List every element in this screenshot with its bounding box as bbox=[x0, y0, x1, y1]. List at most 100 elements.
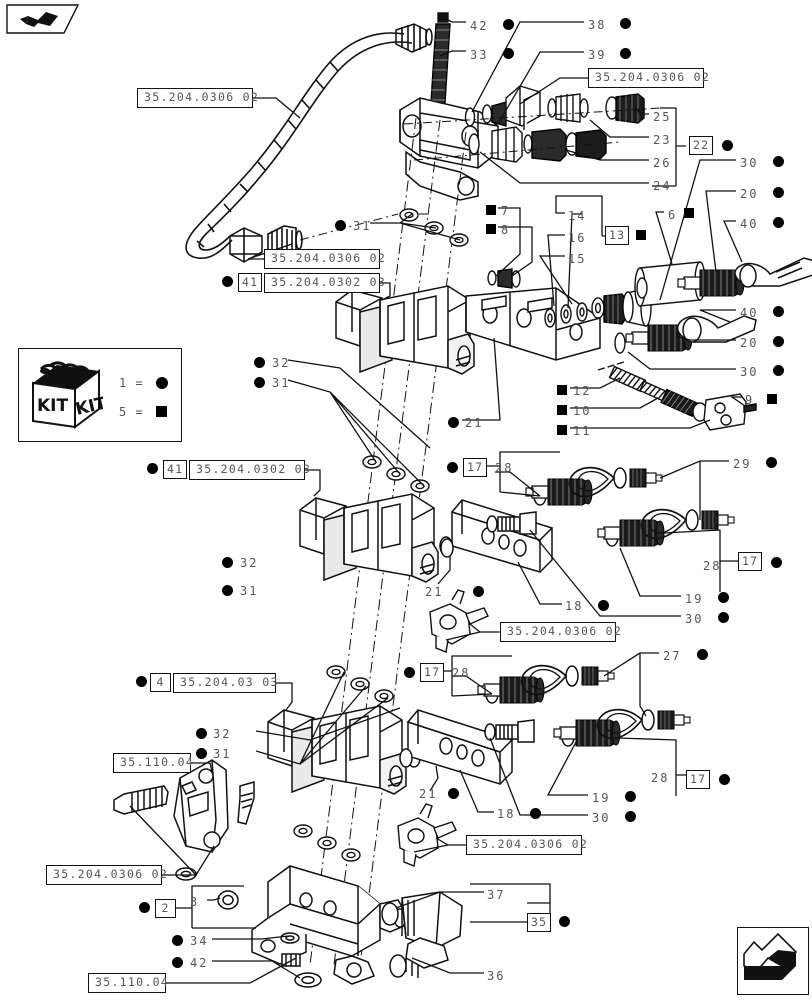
callout-number-c-30c: 30 bbox=[685, 612, 704, 626]
kit-marker-circle-c-17c-dot bbox=[404, 667, 415, 678]
kit-marker-circle-c-39 bbox=[620, 48, 631, 59]
callout-number-c-30b: 30 bbox=[740, 365, 759, 379]
kit-marker-circle-c-19a bbox=[718, 592, 729, 603]
kit-marker-circle-c-4-dot bbox=[136, 676, 147, 687]
callout-number-c-18a: 18 bbox=[565, 599, 584, 613]
callout-number-c-20b: 20 bbox=[740, 336, 759, 350]
kit-marker-circle-c-27 bbox=[697, 649, 708, 660]
callout-number-c-6: 6 bbox=[668, 208, 678, 222]
callout-number-c-12: 12 bbox=[573, 384, 592, 398]
callout-number-c-21a: 21 bbox=[465, 416, 484, 430]
kit-marker-circle-c-31a bbox=[335, 220, 346, 231]
reference-box-ref-top-right: 35.204.0306 02 bbox=[588, 68, 709, 88]
kit-marker-square-c-10 bbox=[557, 405, 567, 415]
kit-box-icon: KIT KIT bbox=[32, 361, 103, 429]
reference-box-ref-valve2: 35.204.0302 03 bbox=[189, 460, 310, 480]
legend-count-2: 5 bbox=[119, 405, 128, 419]
reference-box-ref-bracket-top: 35.110.04 bbox=[113, 753, 193, 773]
kit-marker-circle-c-17b-dot bbox=[771, 557, 782, 568]
kit-marker-circle-c-18b bbox=[530, 808, 541, 819]
legend-square-marker bbox=[155, 406, 167, 417]
callout-number-c-3: 3 bbox=[190, 895, 200, 909]
callout-number-c-18b: 18 bbox=[497, 807, 516, 821]
legend-equals-2: = bbox=[135, 405, 144, 419]
reference-box-ref-bracket-bottom: 35.110.04 bbox=[88, 973, 168, 993]
kit-marker-circle-c-31c bbox=[222, 585, 233, 596]
item-box-item-35: 35 bbox=[527, 913, 551, 932]
callout-number-c-37: 37 bbox=[487, 888, 506, 902]
callout-number-c-9: 9 bbox=[745, 393, 755, 407]
callout-number-c-10: 10 bbox=[573, 404, 592, 418]
callout-number-c-38: 38 bbox=[588, 18, 607, 32]
reference-box-ref-valve3: 35.204.03 03 bbox=[173, 673, 277, 693]
kit-marker-circle-c-42-bot bbox=[172, 957, 183, 968]
item-box-item-41b: 41 bbox=[163, 460, 187, 479]
kit-marker-circle-c-2-dot bbox=[139, 902, 150, 913]
kit-marker-circle-c-20a bbox=[773, 187, 784, 198]
callout-number-c-8: 8 bbox=[501, 223, 511, 237]
callout-number-c-42-top: 42 bbox=[470, 19, 489, 33]
kit-marker-circle-c-21b bbox=[473, 586, 484, 597]
kit-marker-circle-c-32c bbox=[196, 728, 207, 739]
callout-number-c-24: 24 bbox=[653, 179, 672, 193]
kit-marker-square-c-11 bbox=[557, 425, 567, 435]
callout-number-c-33: 33 bbox=[470, 48, 489, 62]
kit-marker-square-c-8 bbox=[486, 224, 496, 234]
callout-number-c-32c: 32 bbox=[213, 727, 232, 741]
kit-marker-circle-c-29 bbox=[766, 457, 777, 468]
item-box-item-17b: 17 bbox=[738, 552, 762, 571]
callout-number-c-32a: 32 bbox=[272, 356, 291, 370]
callout-number-c-29: 29 bbox=[733, 457, 752, 471]
kit-marker-circle-c-19b bbox=[625, 791, 636, 802]
callout-number-c-28a: 28 bbox=[495, 461, 514, 475]
callout-number-c-20a: 20 bbox=[740, 187, 759, 201]
continuation-flag-top-left bbox=[6, 4, 80, 34]
callout-number-c-14: 14 bbox=[568, 209, 587, 223]
callout-number-c-36: 36 bbox=[487, 969, 506, 983]
reference-box-ref-hose-fitting: 35.204.0306 02 bbox=[264, 249, 385, 269]
kit-marker-circle-c-22-dot bbox=[722, 140, 733, 151]
callout-number-c-40a: 40 bbox=[740, 217, 759, 231]
kit-marker-circle-c-41a-dot bbox=[222, 276, 233, 287]
callout-number-c-26: 26 bbox=[653, 156, 672, 170]
continuation-flag-bottom-right bbox=[737, 927, 809, 995]
kit-marker-circle-c-41b-dot bbox=[147, 463, 158, 474]
callout-number-c-28c: 28 bbox=[452, 666, 471, 680]
legend-row-2: 5 = bbox=[119, 405, 167, 419]
callout-number-c-34: 34 bbox=[190, 934, 209, 948]
callout-number-c-7: 7 bbox=[501, 204, 511, 218]
callout-number-c-40b: 40 bbox=[740, 306, 759, 320]
kit-marker-circle-c-33 bbox=[503, 48, 514, 59]
callout-number-c-19a: 19 bbox=[685, 592, 704, 606]
callout-number-c-28d: 28 bbox=[651, 771, 670, 785]
item-box-item-22: 22 bbox=[689, 136, 713, 155]
item-box-item-17a: 17 bbox=[463, 458, 487, 477]
callout-number-c-11: 11 bbox=[573, 424, 592, 438]
kit-marker-circle-c-30d bbox=[625, 811, 636, 822]
callout-number-c-25: 25 bbox=[653, 110, 672, 124]
callout-number-c-28b: 28 bbox=[703, 559, 722, 573]
callout-number-c-32b: 32 bbox=[240, 556, 259, 570]
callout-number-c-19b: 19 bbox=[592, 791, 611, 805]
kit-marker-circle-c-31d bbox=[196, 748, 207, 759]
kit-legend: KIT KIT 1 = 5 = bbox=[18, 348, 182, 442]
item-box-item-17d: 17 bbox=[686, 770, 710, 789]
callout-number-c-30d: 30 bbox=[592, 811, 611, 825]
callout-number-c-31b: 31 bbox=[272, 376, 291, 390]
kit-marker-circle-c-38 bbox=[620, 18, 631, 29]
reference-box-ref-valve1: 35.204.0302 03 bbox=[264, 273, 385, 293]
callout-number-c-15: 15 bbox=[568, 252, 587, 266]
callout-number-c-42-bot: 42 bbox=[190, 956, 209, 970]
item-box-item-2: 2 bbox=[155, 899, 176, 918]
reference-box-ref-mid-joint: 35.204.0306 02 bbox=[500, 622, 621, 642]
kit-marker-circle-c-32b bbox=[222, 557, 233, 568]
callout-number-c-31d: 31 bbox=[213, 747, 232, 761]
kit-marker-circle-c-40b bbox=[773, 306, 784, 317]
legend-equals-1: = bbox=[135, 376, 144, 390]
legend-row-1: 1 = bbox=[119, 375, 168, 390]
callout-number-c-21b: 21 bbox=[425, 585, 444, 599]
kit-marker-circle-c-17a-dot bbox=[447, 462, 458, 473]
item-box-item-17c: 17 bbox=[420, 663, 444, 682]
kit-marker-circle-c-32a bbox=[254, 357, 265, 368]
